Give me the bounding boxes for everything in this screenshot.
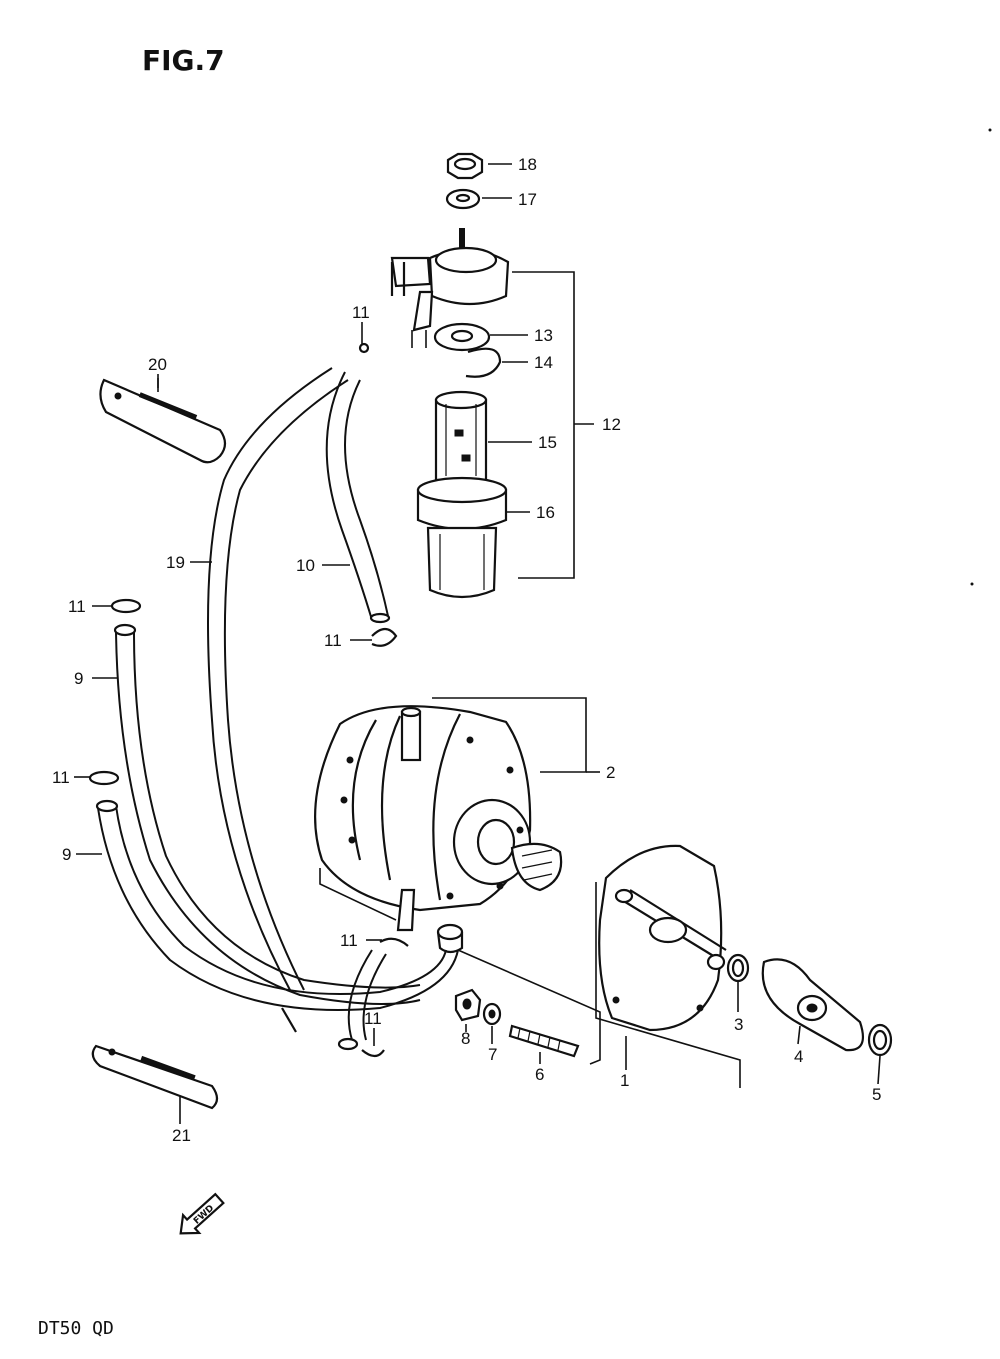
callout-5: 5 [872,1085,881,1104]
callout-10: 10 [296,556,315,575]
callout-1: 1 [620,1071,629,1090]
callout-3: 3 [734,1015,743,1034]
nut-18 [446,152,484,180]
callout-9: 9 [62,845,71,864]
pump-cover-1 [457,844,741,1088]
callout-15: 15 [538,433,557,452]
fuel-filter-assembly [390,152,594,599]
callout-14: 14 [534,353,553,372]
fuel-pump-2 [314,697,600,932]
callout-13: 13 [534,326,553,345]
callouts: 18 17 11 13 14 20 12 15 16 19 10 11 11 9… [52,155,881,1145]
filter-element-15 [434,390,488,482]
model-code: DT50 QD [38,1318,114,1339]
leader-lines [74,163,881,1124]
plate-4 [761,958,864,1052]
hoses [95,367,459,1051]
figure-title: FIG.7 [142,44,225,77]
callout-19: 19 [166,553,185,572]
callout-6: 6 [535,1065,544,1084]
callout-21: 21 [172,1126,191,1145]
callout-11: 11 [340,931,358,950]
callout-11: 11 [352,303,370,322]
callout-11: 11 [364,1009,382,1028]
bracket-12 [512,271,575,579]
callout-8: 8 [461,1029,470,1048]
callout-11: 11 [52,768,70,787]
clips-11 [88,342,409,1058]
callout-20: 20 [148,355,167,374]
callout-2: 2 [606,763,615,782]
gasket-13 [433,322,491,352]
stud-6 [508,1024,580,1058]
callout-4: 4 [794,1047,803,1066]
callout-17: 17 [518,190,537,209]
strap-20 [99,378,227,464]
washer-17 [445,188,481,210]
callout-7: 7 [488,1045,497,1064]
callout-11: 11 [324,631,342,650]
callout-16: 16 [536,503,555,522]
callout-18: 18 [518,155,537,174]
fwd-arrow-icon: FWD [179,1192,225,1235]
strap-21 [91,1044,219,1110]
fitting [436,923,464,954]
o-ring-14 [465,347,502,378]
filter-cap [390,228,510,348]
callout-11: 11 [68,597,86,616]
nut-8 [454,988,482,1022]
filter-bowl-16 [416,476,508,599]
callout-12: 12 [602,415,621,434]
callout-9: 9 [74,669,83,688]
